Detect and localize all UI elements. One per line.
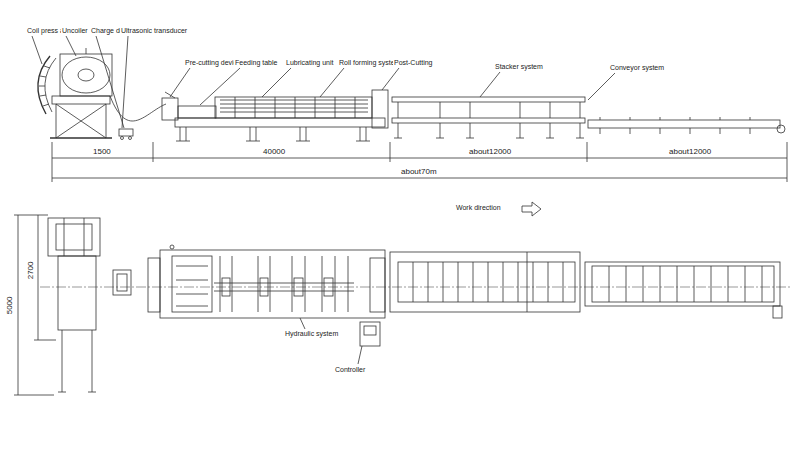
part-name: Stacker system [495,63,543,70]
part-label: Uncoiler [61,27,89,35]
dimension-label: 1500 [92,148,112,157]
part-label: Work direction [455,204,502,212]
dimension-label: about12000 [468,148,512,157]
part-name: Lubricating unit [286,59,333,66]
part-name: Hydraulic system [285,330,338,337]
part-label: Roll forming system [338,59,401,67]
dimension-text: 40000 [263,147,285,156]
dimension-label: about70m [400,168,438,177]
part-name: Roll forming system [339,59,400,66]
part-label: Post-Cutting [393,59,434,67]
part-name: Controller [335,366,365,373]
dimension-text: about70m [401,167,437,176]
part-label: Lubricating unit [285,59,334,67]
dimension-text: about12000 [469,147,511,156]
dimension-label: 40000 [262,148,286,157]
dimension-label: 5000 [6,295,15,315]
part-name: Feeding table [235,59,277,66]
dimension-label: 2700 [27,260,36,280]
part-label: Conveyor system [609,64,665,72]
dimension-text: 5000 [5,296,14,314]
part-name: Ultrasonic transducer [121,27,187,34]
dimension-text: about12000 [669,147,711,156]
part-label: Controller [334,366,366,374]
part-label: Feeding table [234,59,278,67]
part-name: Post-Cutting [394,59,433,66]
part-name: Pre-cutting device [185,59,241,66]
part-label: Ultrasonic transducer [120,27,188,35]
dimension-label: about12000 [668,148,712,157]
part-label: Hydraulic system [284,330,339,338]
part-name: Uncoiler [62,27,88,34]
part-label: Stacker system [494,63,544,71]
part-name: Conveyor system [610,64,664,71]
dimension-text: 1500 [93,147,111,156]
dimension-text: 2700 [26,261,35,279]
part-name: Work direction [456,204,501,211]
